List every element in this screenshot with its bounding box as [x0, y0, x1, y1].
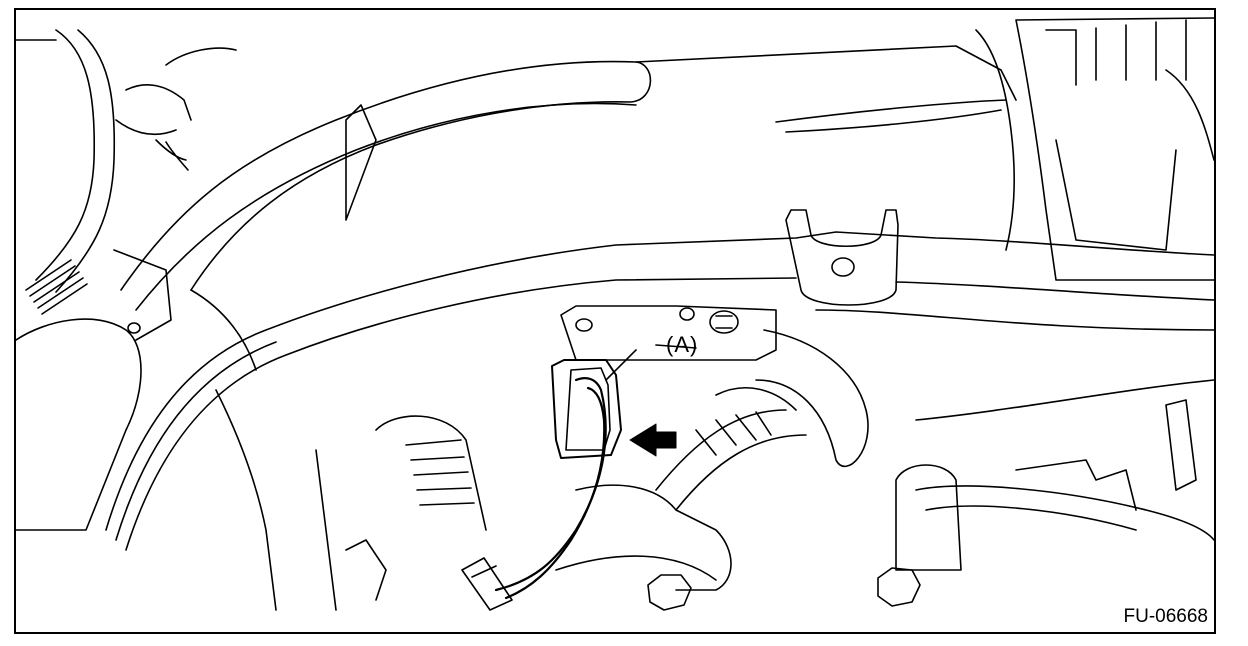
callout-label-a: (A) [666, 332, 699, 357]
engine-bay-line-drawing [16, 17, 1214, 611]
left-harness [16, 29, 192, 531]
figure-frame: (A) FU-06668 [14, 8, 1216, 634]
intake-duct [120, 45, 1017, 371]
lower-details [215, 389, 1214, 611]
arrow-left-icon [629, 423, 677, 457]
sensor-connector [461, 349, 637, 611]
central-pipe [105, 209, 1214, 551]
corrugated-hose [375, 409, 807, 591]
right-housing [975, 17, 1214, 281]
figure-id: FU-06668 [1123, 606, 1209, 627]
